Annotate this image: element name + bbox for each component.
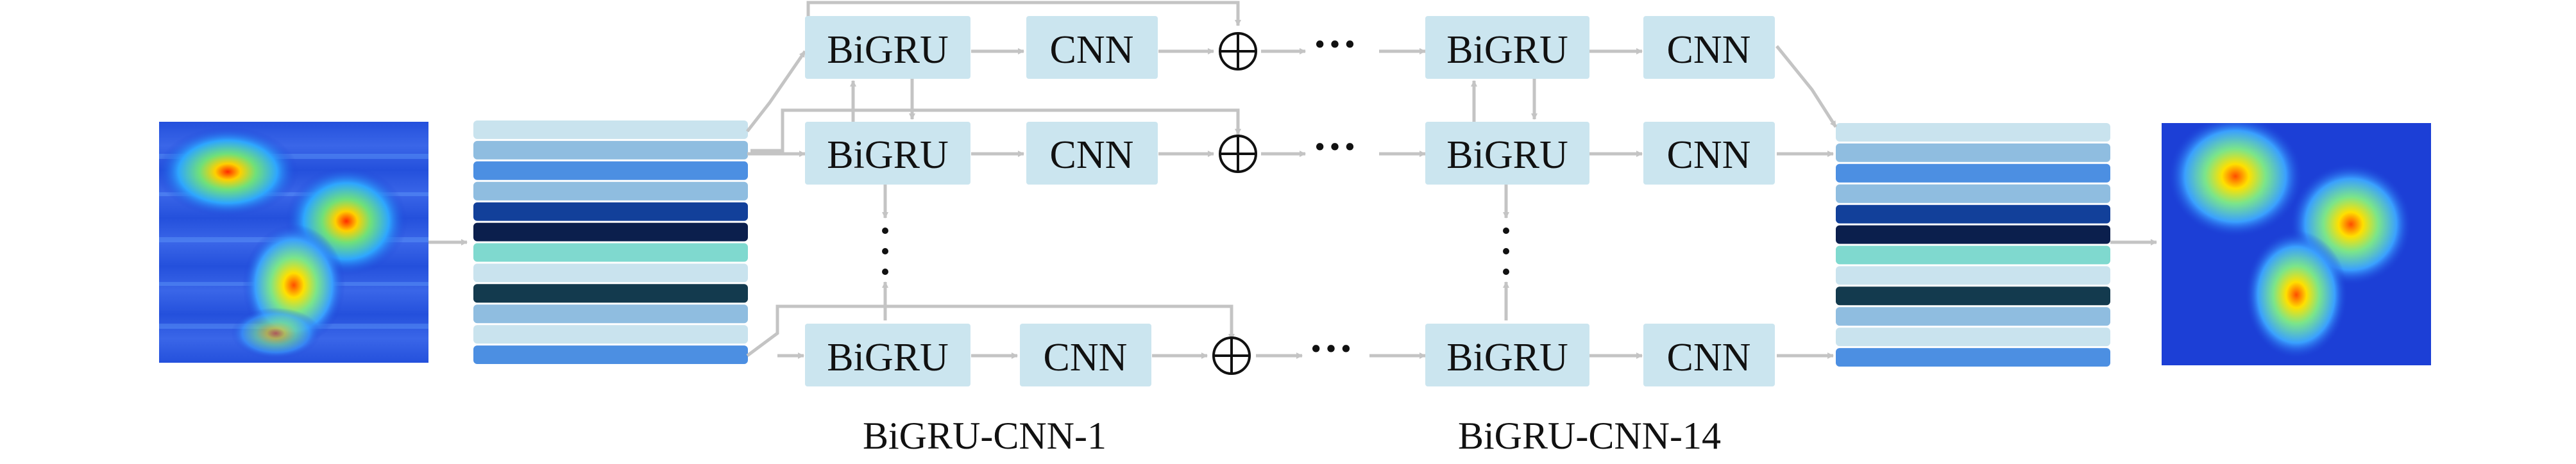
circled-plus-icon (1212, 336, 1251, 375)
cnn-label: CNN (1050, 28, 1134, 72)
feature-stripe (473, 181, 748, 201)
feature-stripe (1836, 266, 2110, 285)
feature-stripe (473, 243, 748, 262)
output-heatmap-image (2162, 123, 2431, 365)
stage1-row3-bigru-block: BiGRU (805, 324, 970, 386)
cnn-label: CNN (1667, 28, 1751, 72)
horizontal-ellipsis: ··· (1312, 20, 1357, 69)
circled-plus-icon (1219, 32, 1257, 70)
feature-stripe (1836, 123, 2110, 142)
bigru-label: BiGRU (827, 133, 948, 177)
connectors (428, 1, 2157, 359)
feature-stripe (473, 284, 748, 303)
stage14-row3-cnn-block: CNN (1643, 324, 1775, 386)
stage1-row2-cnn-block: CNN (1026, 122, 1158, 185)
stage1-row1-bigru-block: BiGRU (805, 16, 970, 79)
feature-stripe (1836, 184, 2110, 203)
circled-plus-icon (1219, 135, 1257, 173)
output-feature-stack (1836, 123, 2110, 367)
stage14-row3-bigru-block: BiGRU (1425, 324, 1589, 386)
feature-stripe (473, 345, 748, 364)
input-heatmap-image (159, 122, 428, 363)
feature-stripe (473, 222, 748, 242)
feature-stripe (1836, 245, 2110, 265)
feature-stripe (473, 161, 748, 180)
vertical-ellipsis (1503, 228, 1509, 275)
bigru-label: BiGRU (827, 28, 948, 72)
feature-stripe (1836, 307, 2110, 326)
feature-stripe (1836, 163, 2110, 183)
stage14-row1-bigru-block: BiGRU (1425, 16, 1589, 79)
feature-stripe (473, 120, 748, 139)
stage1-row2-bigru-block: BiGRU (805, 122, 970, 185)
feature-stripe (1836, 204, 2110, 224)
horizontal-ellipsis: ··· (1309, 324, 1353, 374)
cnn-label: CNN (1667, 133, 1751, 177)
feature-stripe (473, 140, 748, 160)
bigru-label: BiGRU (827, 336, 948, 379)
horizontal-ellipsis: ··· (1312, 122, 1357, 172)
stage14-row1-cnn-block: CNN (1643, 16, 1775, 79)
bigru-label: BiGRU (1446, 336, 1568, 379)
feature-stripe (473, 263, 748, 283)
bigru-label: BiGRU (1446, 133, 1568, 177)
cnn-label: CNN (1050, 133, 1134, 177)
input-feature-stack (473, 120, 748, 364)
feature-stripe (1836, 348, 2110, 367)
cnn-label: CNN (1667, 336, 1751, 379)
feature-stripe (1836, 327, 2110, 347)
caption-last-stage: BiGRU-CNN-14 (1458, 415, 1721, 457)
stage14-row2-bigru-block: BiGRU (1425, 122, 1589, 185)
caption-first-stage: BiGRU-CNN-1 (863, 415, 1106, 457)
stage1-row3-cnn-block: CNN (1020, 324, 1151, 386)
feature-stripe (1836, 143, 2110, 162)
bigru-label: BiGRU (1446, 28, 1568, 72)
feature-stripe (473, 325, 748, 344)
feature-stripe (1836, 225, 2110, 244)
stage1-row1-cnn-block: CNN (1026, 16, 1158, 79)
vertical-ellipsis (882, 228, 888, 275)
stage14-row2-cnn-block: CNN (1643, 122, 1775, 185)
feature-stripe (1836, 286, 2110, 306)
feature-stripe (473, 202, 748, 221)
feature-stripe (473, 304, 748, 324)
cnn-label: CNN (1044, 336, 1128, 379)
